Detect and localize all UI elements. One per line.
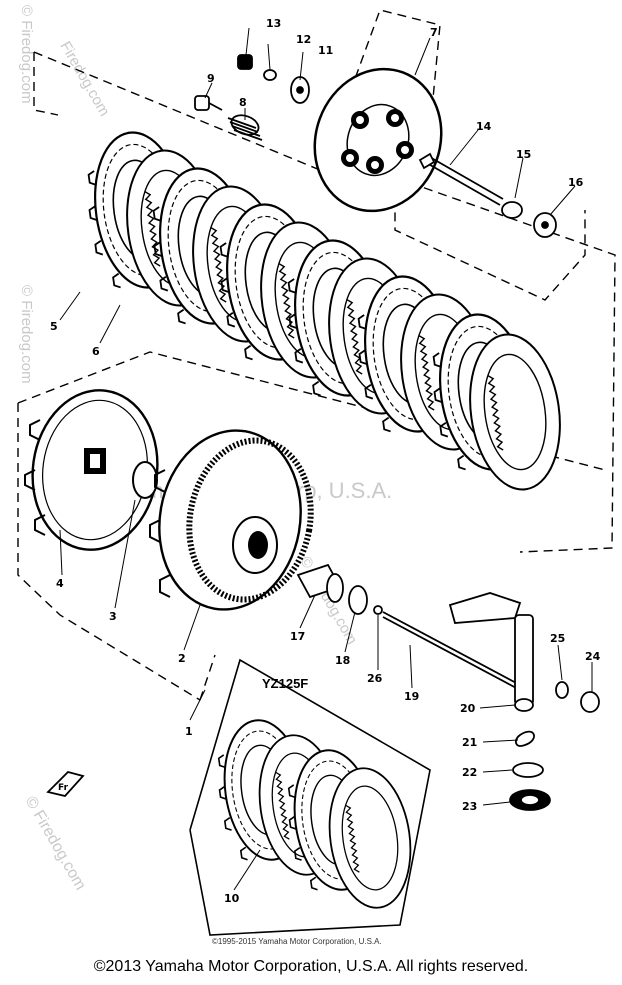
callout-11: 11 (318, 44, 333, 57)
front-arrow-icon: Fr (46, 770, 85, 797)
callout-20: 20 (460, 702, 476, 715)
callout-26: 26 (367, 672, 383, 685)
bushing-and-rod (296, 563, 521, 691)
callout-24: 24 (585, 650, 601, 663)
callout-12: 12 (296, 33, 311, 46)
thrust-washer (132, 461, 158, 499)
clutch-hardware (194, 54, 310, 141)
callout-16: 16 (568, 176, 584, 189)
callout-2: 2 (178, 652, 186, 665)
push-rod-assembly (418, 152, 557, 238)
callout-13: 13 (266, 17, 281, 30)
callout-23: 23 (462, 800, 477, 813)
callout-3: 3 (109, 610, 117, 623)
pressure-plate (313, 67, 443, 213)
callout-18: 18 (335, 654, 350, 667)
callout-5: 5 (50, 320, 58, 333)
footer-copyright: ©2013 Yamaha Motor Corporation, U.S.A. A… (93, 958, 529, 975)
variant-plate-group: YZ125F (189, 658, 431, 936)
callout-21: 21 (462, 736, 477, 749)
clutch-boss (24, 389, 159, 551)
svg-text:Fr: Fr (58, 783, 69, 793)
callout-14: 14 (476, 120, 492, 133)
small-copyright: ©1995-2015 Yamaha Motor Corporation, U.S… (212, 937, 382, 946)
callout-22: 22 (462, 766, 477, 779)
callout-9: 9 (207, 72, 215, 85)
leader-lines (59, 27, 593, 891)
callout-25: 25 (550, 632, 565, 645)
svg-text:© Firedog.com: © Firedog.com (18, 285, 35, 384)
variant-label: YZ125F (262, 676, 308, 691)
callout-4: 4 (56, 577, 64, 590)
callout-10: 10 (224, 892, 240, 905)
push-lever-assembly (448, 592, 600, 811)
callout-17: 17 (290, 630, 305, 643)
callout-15: 15 (516, 148, 531, 161)
svg-text:© Firedog.com: © Firedog.com (22, 794, 89, 894)
callout-labels: 1 2 3 4 5 6 7 8 9 10 11 12 13 14 15 16 1… (50, 17, 601, 905)
svg-text:© Firedog.com: © Firedog.com (18, 5, 35, 104)
callout-7: 7 (430, 26, 438, 39)
callout-19: 19 (404, 690, 419, 703)
callout-6: 6 (92, 345, 100, 358)
svg-text:Firedog.com: Firedog.com (57, 39, 113, 120)
clutch-housing (149, 429, 314, 611)
callout-8: 8 (239, 96, 247, 109)
callout-1: 1 (185, 725, 193, 738)
